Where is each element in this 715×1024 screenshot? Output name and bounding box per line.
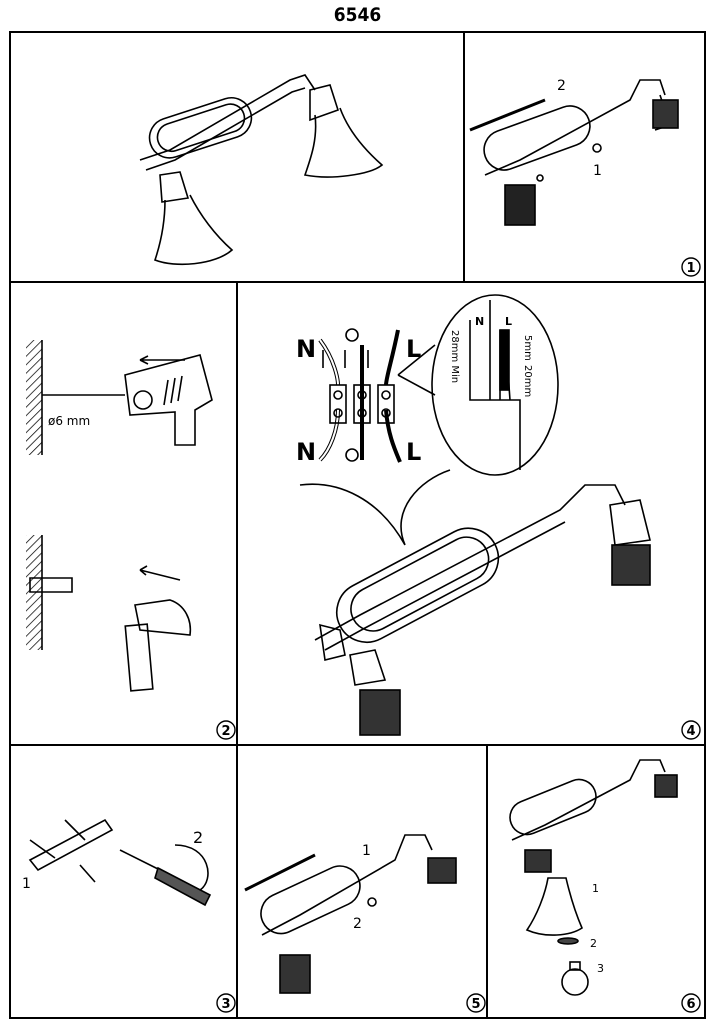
strip-short-label: 5mm bbox=[522, 335, 533, 361]
step2-drawing bbox=[26, 340, 213, 692]
panel-grid bbox=[9, 31, 706, 1019]
step-number-6: 6 bbox=[686, 997, 695, 1012]
step5-label-1: 1 bbox=[362, 843, 371, 859]
step5-label-2: 2 bbox=[353, 916, 362, 932]
wire-l-bottom: L bbox=[406, 438, 421, 466]
step-number-5: 5 bbox=[471, 997, 480, 1012]
step3-label-1: 1 bbox=[22, 876, 31, 892]
step6-label-1: 1 bbox=[592, 882, 599, 895]
step3-drawing bbox=[28, 818, 212, 907]
model-number: 6546 bbox=[333, 4, 382, 26]
step6-label-3: 3 bbox=[597, 962, 604, 975]
strip-long-label: 20mm bbox=[522, 365, 533, 397]
assembled-lamp-drawing bbox=[139, 74, 384, 266]
detail-n: N bbox=[475, 315, 484, 328]
step1-drawing bbox=[469, 79, 679, 226]
wire-n-bottom: N bbox=[296, 438, 316, 466]
wire-l-top: L bbox=[406, 335, 421, 363]
step-number-2: 2 bbox=[221, 724, 230, 739]
step4-wiring-drawing bbox=[299, 294, 651, 736]
strip-total-label: 28mm Min bbox=[449, 330, 460, 383]
step6-label-2: 2 bbox=[590, 937, 597, 950]
step6-drawing bbox=[509, 759, 678, 996]
step5-drawing bbox=[244, 834, 457, 994]
step-number-1: 1 bbox=[686, 261, 695, 276]
step-number-3: 3 bbox=[221, 997, 230, 1012]
wire-n-top: N bbox=[296, 335, 316, 363]
step1-label-2: 2 bbox=[557, 78, 566, 94]
drill-size-label: ø6 mm bbox=[48, 414, 90, 428]
step-number-4: 4 bbox=[686, 724, 695, 739]
step1-label-1: 1 bbox=[593, 163, 602, 179]
detail-l: L bbox=[505, 315, 512, 328]
step3-label-2: 2 bbox=[193, 828, 203, 847]
